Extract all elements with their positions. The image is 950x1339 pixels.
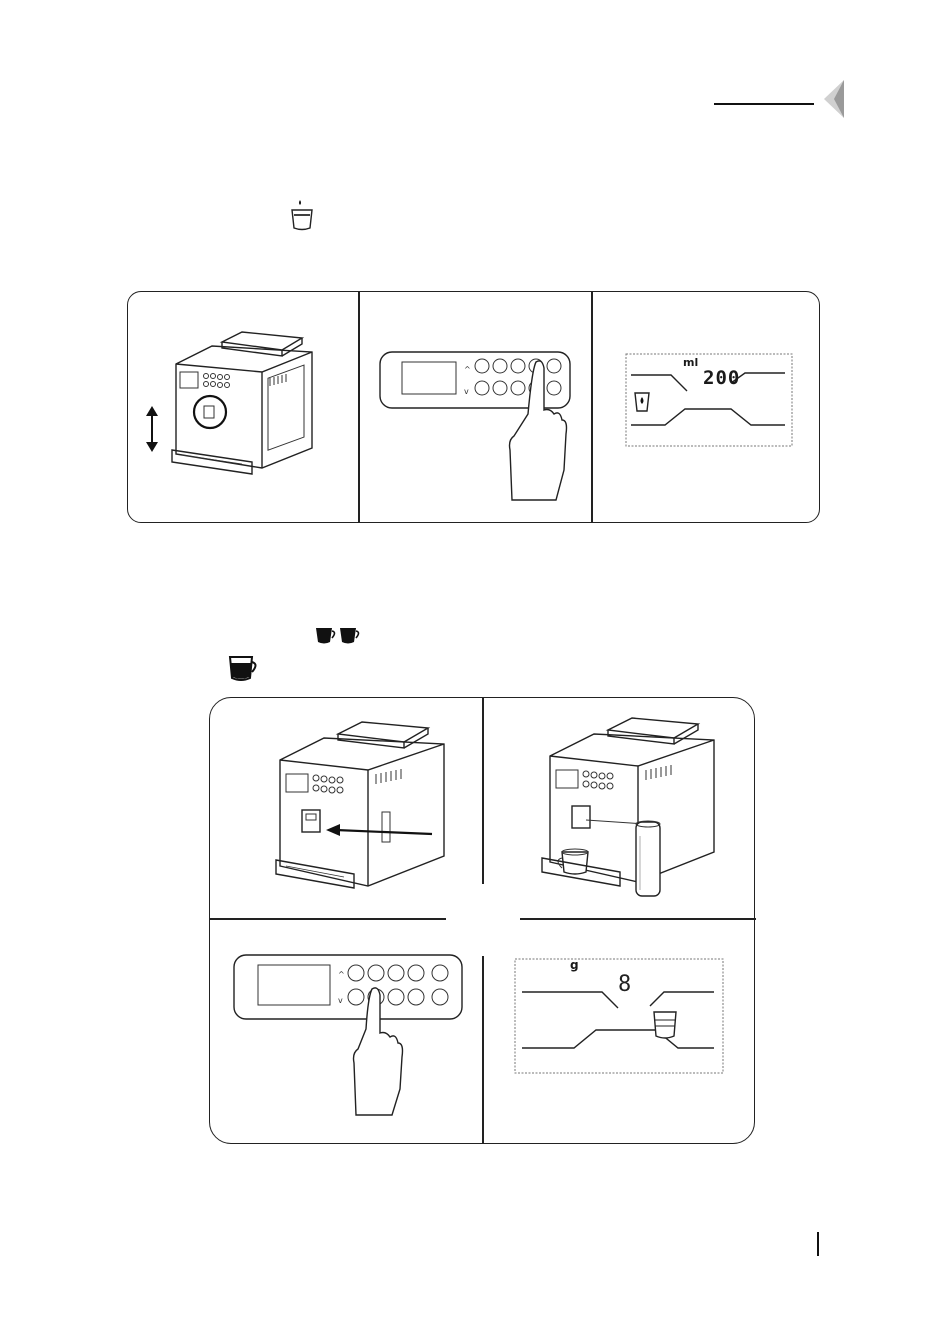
lcd-unit-label: ml xyxy=(683,356,698,369)
lcd-strength-value: 8 xyxy=(618,972,631,997)
control-panel-press-illustration: ^ v xyxy=(378,350,578,510)
header-rule xyxy=(714,103,814,105)
large-coffee-cup-icon xyxy=(228,654,260,682)
lcd-display-coffee: g 8 xyxy=(514,958,726,1076)
lcd-volume-value: 200 xyxy=(703,367,740,389)
svg-text:v: v xyxy=(338,996,343,1005)
panel-divider xyxy=(482,956,484,1143)
panel-divider xyxy=(210,918,446,920)
coffee-machine-spout-illustration xyxy=(258,716,458,896)
panel-divider xyxy=(482,698,484,884)
svg-text:^: ^ xyxy=(338,970,345,979)
cup-with-drop-icon xyxy=(290,198,314,232)
panel-divider xyxy=(358,292,360,522)
page-marker xyxy=(817,1232,819,1256)
triangle-page-corner-icon xyxy=(822,78,848,120)
coffee-machine-cup-illustration xyxy=(528,712,728,898)
panel-divider xyxy=(520,918,756,920)
coffee-machine-illustration xyxy=(142,328,342,488)
lcd-unit-label: g xyxy=(570,958,579,972)
svg-text:v: v xyxy=(464,387,469,396)
lcd-display-hot-water: ml 200 xyxy=(625,353,795,449)
panel-divider xyxy=(591,292,593,522)
control-panel-press-illustration: ^ v xyxy=(232,953,468,1119)
double-espresso-cup-icon xyxy=(314,625,364,647)
svg-text:^: ^ xyxy=(464,365,471,374)
illustration-panel-coffee: ^ v g 8 xyxy=(209,697,755,1144)
illustration-panel-hot-water: ^ v ml 200 xyxy=(127,291,820,523)
